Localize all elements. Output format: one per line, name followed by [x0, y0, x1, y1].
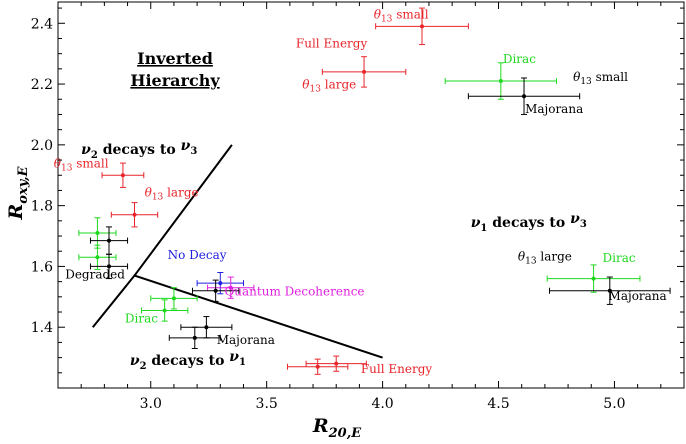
- region-label: ν1 decays to ν3: [471, 211, 587, 234]
- point-marker: [132, 212, 137, 217]
- data-point: [89, 253, 129, 280]
- point-marker: [95, 230, 100, 235]
- y-tick-label: 2.4: [31, 16, 53, 32]
- data-point: [78, 244, 117, 270]
- data-point: [444, 62, 557, 100]
- point-marker: [107, 238, 112, 243]
- data-point: [549, 276, 671, 305]
- point-marker: [107, 264, 112, 269]
- region-label: ν2 decays to ν1: [130, 349, 246, 372]
- data-point: [546, 264, 641, 293]
- annotation-label: Dirac: [125, 312, 158, 326]
- x-tick-label: 4.5: [487, 396, 509, 412]
- x-axis-title-main: R: [312, 415, 329, 437]
- annotation-label: θ13 small: [374, 8, 429, 25]
- y-axis-title-sub: oxy,E: [16, 165, 31, 203]
- plot-border: [57, 1, 685, 389]
- point-marker: [192, 335, 197, 340]
- chart-title: Inverted Hierarchy: [130, 49, 220, 90]
- point-marker: [591, 276, 596, 281]
- annotation-label: Full Energy: [296, 37, 368, 51]
- point-marker: [204, 325, 209, 330]
- y-axis-title-main: R: [5, 204, 27, 221]
- point-marker: [498, 79, 503, 84]
- point-marker: [171, 296, 176, 301]
- data-point: [89, 226, 129, 255]
- x-tick-label: 4.0: [371, 396, 393, 412]
- x-tick-label: 3.5: [256, 396, 278, 412]
- y-tick-label: 1.8: [31, 199, 53, 215]
- point-marker: [420, 24, 425, 29]
- title-line-1: Inverted: [137, 49, 213, 68]
- title-line-2: Hierarchy: [130, 71, 220, 90]
- annotation-label: θ13 large: [518, 249, 572, 266]
- data-point: [140, 299, 189, 322]
- data-point: [110, 202, 159, 228]
- annotation-label: θ13 large: [145, 186, 199, 203]
- data-points: [78, 7, 671, 375]
- data-point: [101, 162, 145, 188]
- annotation-label: θ13 small: [54, 157, 109, 174]
- point-marker: [120, 173, 125, 178]
- svg-text:R20,E: R20,E: [312, 415, 362, 441]
- point-marker: [522, 94, 527, 99]
- region-boundary-lines: [91, 144, 383, 359]
- y-tick-label: 2.2: [31, 77, 53, 93]
- boundary-line: [133, 144, 233, 277]
- data-point: [150, 287, 198, 310]
- annotation-label: Majorana: [609, 289, 667, 303]
- annotation-label: Full Energy: [361, 362, 433, 376]
- point-marker: [228, 285, 233, 290]
- data-point: [168, 326, 221, 349]
- annotation-label: Dirac: [503, 52, 536, 66]
- point-marker: [334, 361, 339, 366]
- annotation-label: No Decay: [168, 248, 227, 262]
- y-tick-label: 1.6: [31, 259, 53, 275]
- data-point: [321, 56, 407, 88]
- point-marker: [362, 69, 367, 74]
- point-marker: [607, 288, 612, 293]
- data-point: [207, 276, 255, 299]
- annotation-label: Dirac: [603, 251, 636, 265]
- x-axis-title: R20,E: [312, 415, 362, 441]
- x-tick-label: 3.0: [140, 396, 162, 412]
- annotation-label: Majorana: [217, 333, 275, 347]
- y-axis-title: Roxy,E: [5, 165, 31, 220]
- y-tick-label: 1.4: [31, 320, 53, 336]
- annotation-label: Degraded: [65, 268, 125, 282]
- point-marker: [162, 308, 167, 313]
- annotation-label: θ13 small: [573, 70, 628, 87]
- x-tick-label: 5.0: [603, 396, 625, 412]
- data-point: [196, 272, 244, 295]
- annotation-label: Majorana: [525, 102, 583, 116]
- axis-ticks: 3.0 3.5 4.0 4.5 5.0 1.4 1.6 1.8 2.0 2.2 2.4: [31, 2, 685, 412]
- data-point: [191, 279, 240, 302]
- annotation-label: θ13 large: [302, 78, 356, 95]
- plot-frame: [57, 1, 685, 389]
- y-tick-label: 2.0: [31, 138, 53, 154]
- data-point: [78, 217, 117, 249]
- region-label: ν2 decays to ν3: [81, 138, 197, 161]
- point-marker: [315, 364, 320, 369]
- data-point: [467, 77, 581, 115]
- svg-text:Roxy,E: Roxy,E: [5, 165, 31, 220]
- point-marker: [218, 281, 223, 286]
- x-axis-title-sub: 20,E: [328, 426, 363, 441]
- data-point: [287, 358, 349, 375]
- annotation-label: Quantum Decoherence: [224, 284, 364, 298]
- data-point: [375, 7, 469, 46]
- point-marker: [213, 288, 218, 293]
- point-marker: [95, 255, 100, 260]
- data-point: [305, 355, 367, 372]
